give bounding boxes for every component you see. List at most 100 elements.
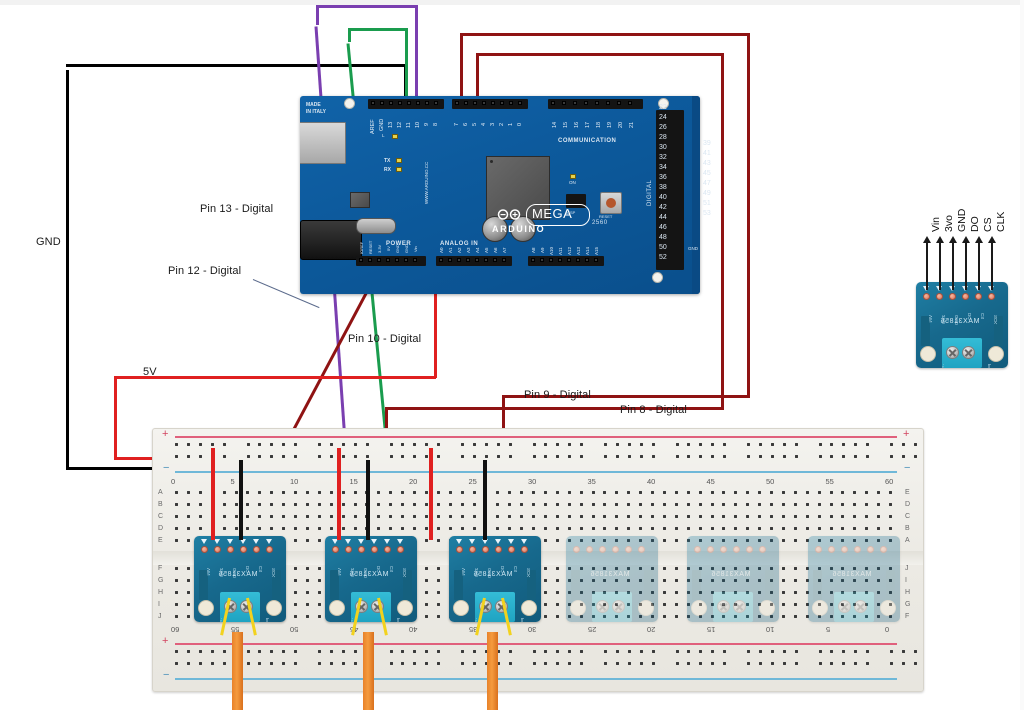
field-bot-hole-F32[interactable] bbox=[555, 567, 559, 570]
field-top-hole-C43[interactable] bbox=[686, 515, 690, 518]
rail-t1-hole-19[interactable] bbox=[437, 443, 441, 446]
rail-t2-hole-39[interactable] bbox=[723, 455, 727, 458]
field-top-hole-E39[interactable] bbox=[639, 539, 643, 542]
field-top-hole-C45[interactable] bbox=[710, 515, 714, 518]
module2-pad-5[interactable] bbox=[397, 546, 404, 553]
field-bot-hole-F51[interactable] bbox=[781, 567, 785, 570]
field-top-hole-D11[interactable] bbox=[305, 527, 309, 530]
field-top-hole-B60[interactable] bbox=[889, 503, 892, 506]
field-top-hole-A6[interactable] bbox=[246, 491, 250, 494]
field-top-hole-D28[interactable] bbox=[508, 527, 512, 530]
field-top-hole-C52[interactable] bbox=[793, 515, 797, 518]
field-bot-hole-G60[interactable] bbox=[889, 579, 892, 582]
field-top-hole-A31[interactable] bbox=[543, 491, 547, 494]
field-top-hole-A50[interactable] bbox=[770, 491, 773, 494]
rail-t2-hole-16[interactable] bbox=[401, 455, 405, 458]
field-top-hole-B57[interactable] bbox=[853, 503, 857, 506]
field-top-hole-D56[interactable] bbox=[841, 527, 845, 530]
field-top-hole-D13[interactable] bbox=[329, 527, 333, 530]
field-top-hole-B49[interactable] bbox=[758, 503, 762, 506]
rail-t2-hole-17[interactable] bbox=[413, 455, 417, 458]
field-bot-hole-G39[interactable] bbox=[639, 579, 643, 582]
rail-b1-hole-49[interactable] bbox=[866, 650, 870, 653]
field-top-hole-C48[interactable] bbox=[746, 515, 750, 518]
rail-t2-hole-18[interactable] bbox=[425, 455, 429, 458]
rail-b1-hole-40[interactable] bbox=[747, 650, 750, 653]
field-top-hole-A42[interactable] bbox=[674, 491, 678, 494]
field-top-hole-C5[interactable] bbox=[234, 515, 238, 518]
rail-t2-hole-14[interactable] bbox=[365, 455, 369, 458]
field-bot-hole-H11[interactable] bbox=[305, 591, 309, 594]
field-top-hole-B9[interactable] bbox=[282, 503, 286, 506]
field-bot-hole-H60[interactable] bbox=[889, 591, 892, 594]
field-top-hole-E43[interactable] bbox=[686, 539, 690, 542]
field-top-hole-D46[interactable] bbox=[722, 527, 726, 530]
rail-t2-hole-2[interactable] bbox=[198, 455, 202, 458]
field-top-hole-E52[interactable] bbox=[793, 539, 797, 542]
field-bot-hole-H54[interactable] bbox=[817, 591, 821, 594]
rail-t2-hole-5[interactable] bbox=[246, 455, 250, 458]
field-top-hole-A48[interactable] bbox=[746, 491, 750, 494]
module-pad-1[interactable] bbox=[936, 293, 943, 300]
field-bot-hole-I21[interactable] bbox=[424, 603, 428, 606]
field-top-hole-A32[interactable] bbox=[555, 491, 559, 494]
field-bot-hole-H22[interactable] bbox=[436, 591, 440, 594]
field-top-hole-A41[interactable] bbox=[662, 491, 666, 494]
rail-b2-hole-41[interactable] bbox=[758, 662, 762, 665]
rail-t2-hole-34[interactable] bbox=[651, 455, 655, 458]
field-top-hole-B19[interactable] bbox=[401, 503, 405, 506]
field-bot-hole-F12[interactable] bbox=[317, 567, 321, 570]
field-top-hole-D17[interactable] bbox=[377, 527, 381, 530]
module1-pad-3[interactable] bbox=[240, 546, 247, 553]
rail-b2-hole-30[interactable] bbox=[604, 662, 607, 665]
rail-b2-hole-34[interactable] bbox=[651, 662, 655, 665]
field-top-hole-A19[interactable] bbox=[401, 491, 405, 494]
field-bot-hole-J10[interactable] bbox=[294, 615, 297, 618]
field-bot-hole-J32[interactable] bbox=[555, 615, 559, 618]
module5-pad-2[interactable] bbox=[720, 546, 727, 553]
module5-pad-4[interactable] bbox=[746, 546, 753, 553]
field-top-hole-A53[interactable] bbox=[805, 491, 809, 494]
field-top-hole-E60[interactable] bbox=[889, 539, 892, 542]
rail-t1-hole-42[interactable] bbox=[770, 443, 774, 446]
rail-b1-hole-31[interactable] bbox=[615, 650, 619, 653]
breadboard-module-6[interactable]: MAX31856 bbox=[808, 536, 900, 622]
field-top-hole-E50[interactable] bbox=[770, 539, 773, 542]
field-top-hole-C9[interactable] bbox=[282, 515, 286, 518]
field-bot-hole-F55[interactable] bbox=[829, 567, 833, 570]
rail-b1-hole-23[interactable] bbox=[496, 650, 500, 653]
field-top-hole-B4[interactable] bbox=[222, 503, 226, 506]
rail-b2-hole-17[interactable] bbox=[413, 662, 417, 665]
field-bot-hole-F11[interactable] bbox=[305, 567, 309, 570]
rail-t2-hole-15[interactable] bbox=[389, 455, 393, 458]
rail-b1-hole-25[interactable] bbox=[532, 650, 536, 653]
field-top-hole-A52[interactable] bbox=[793, 491, 797, 494]
rail-t2-hole-8[interactable] bbox=[282, 455, 286, 458]
rail-b1-hole-42[interactable] bbox=[770, 650, 774, 653]
field-top-hole-C53[interactable] bbox=[805, 515, 809, 518]
field-top-hole-B54[interactable] bbox=[817, 503, 821, 506]
field-bot-hole-G56[interactable] bbox=[841, 579, 845, 582]
field-top-hole-B27[interactable] bbox=[496, 503, 500, 506]
rail-b1-hole-41[interactable] bbox=[758, 650, 762, 653]
field-top-hole-D57[interactable] bbox=[853, 527, 857, 530]
module4-screw-pos[interactable] bbox=[612, 600, 625, 613]
field-top-hole-B12[interactable] bbox=[317, 503, 321, 506]
field-bot-hole-H47[interactable] bbox=[734, 591, 738, 594]
rail-b1-hole-39[interactable] bbox=[723, 650, 727, 653]
field-bot-hole-F57[interactable] bbox=[853, 567, 857, 570]
module6-pad-3[interactable] bbox=[854, 546, 861, 553]
module5-pad-1[interactable] bbox=[707, 546, 714, 553]
rail-t1-hole-52[interactable] bbox=[913, 443, 917, 446]
field-top-hole-C14[interactable] bbox=[341, 515, 345, 518]
field-bot-hole-J45[interactable] bbox=[710, 615, 714, 618]
field-top-hole-A37[interactable] bbox=[615, 491, 619, 494]
rail-b1-hole-43[interactable] bbox=[782, 650, 786, 653]
field-top-hole-B55[interactable] bbox=[829, 503, 833, 506]
field-bot-hole-F52[interactable] bbox=[793, 567, 797, 570]
rail-b1-hole-11[interactable] bbox=[329, 650, 333, 653]
rail-t2-hole-47[interactable] bbox=[842, 455, 846, 458]
field-top-hole-D30[interactable] bbox=[532, 527, 535, 530]
module4-pad-1[interactable] bbox=[586, 546, 593, 553]
field-top-hole-C27[interactable] bbox=[496, 515, 500, 518]
